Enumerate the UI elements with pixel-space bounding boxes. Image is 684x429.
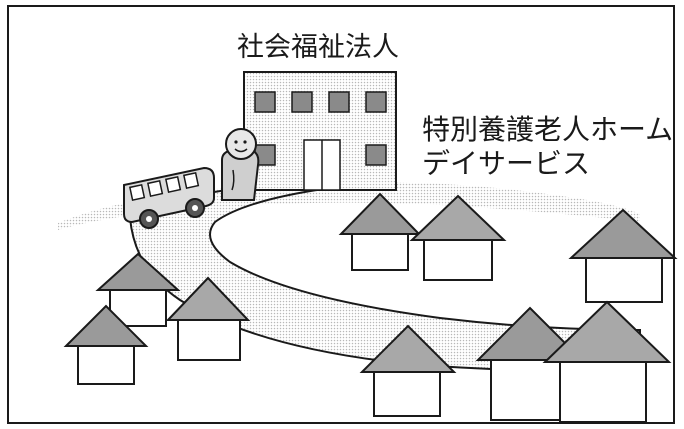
corporation-label: 社会福祉法人: [237, 32, 399, 63]
caregiver-person-icon: [221, 128, 260, 201]
house-icon: [63, 304, 149, 385]
day-service-label: デイサービス: [422, 147, 591, 180]
house-icon: [359, 324, 457, 417]
facility-building-icon: [243, 71, 397, 191]
house-icon: [409, 194, 507, 281]
house-icon: [165, 276, 251, 361]
house-icon: [542, 300, 672, 423]
house-icon: [475, 306, 585, 421]
shuttle-bus-icon: [123, 166, 215, 229]
house-icon: [568, 208, 678, 303]
nursing-home-label: 特別養護老人ホーム: [422, 113, 674, 146]
house-icon: [338, 192, 422, 271]
house-icon: [95, 252, 181, 327]
